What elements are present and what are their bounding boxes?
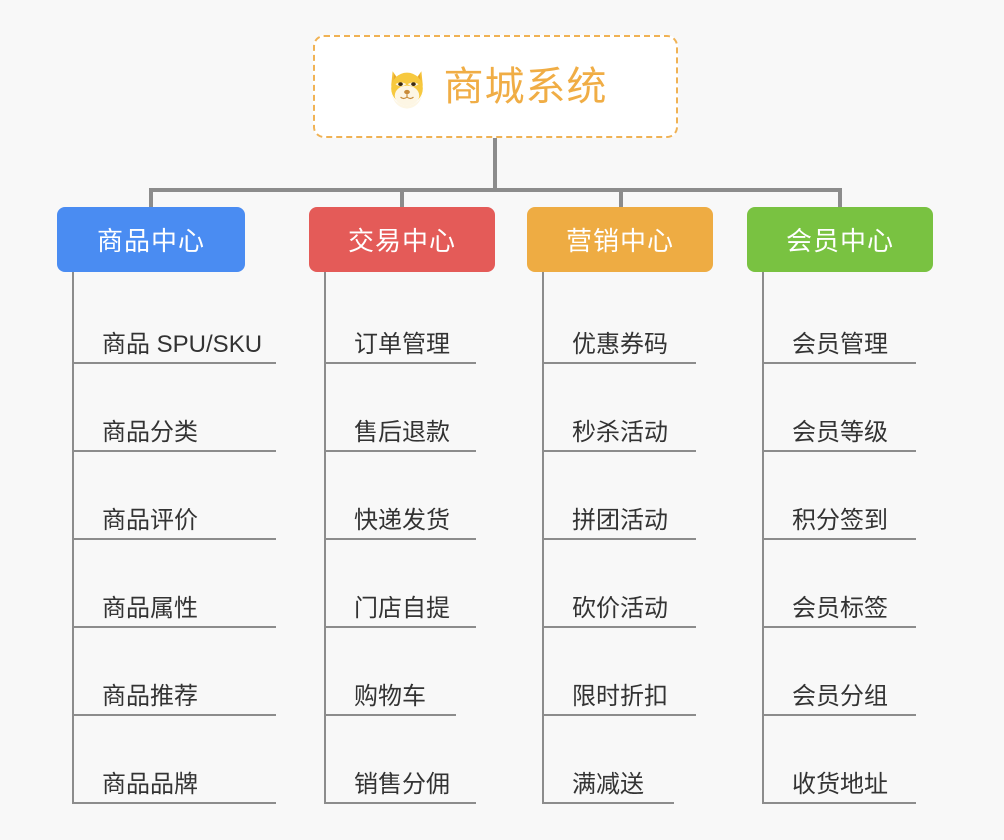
leaf-item[interactable]: 商品评价 — [74, 452, 276, 540]
shiba-dog-face-icon — [390, 70, 423, 109]
leaf-item[interactable]: 商品分类 — [74, 364, 276, 452]
category-label-1: 交易中心 — [347, 226, 456, 256]
connector-drop-1 — [400, 188, 404, 209]
branch-column-3: 会员中心 会员管理 会员等级 积分签到 会员标签 会员分组 收货地址 — [747, 207, 962, 804]
leaf-item[interactable]: 销售分佣 — [326, 716, 476, 804]
leaf-item[interactable]: 商品属性 — [74, 540, 276, 628]
connector-drop-0 — [149, 188, 153, 209]
category-label-0: 商品中心 — [96, 226, 205, 256]
leaf-item[interactable]: 会员等级 — [764, 364, 916, 452]
category-box-1[interactable]: 交易中心 — [309, 207, 495, 272]
category-label-2: 营销中心 — [565, 226, 674, 256]
leaf-label: 门店自提 — [354, 594, 450, 622]
leaf-label: 会员标签 — [792, 594, 888, 622]
leaf-item[interactable]: 满减送 — [544, 716, 674, 804]
leaf-label: 商品 SPU/SKU — [102, 330, 263, 358]
leaf-label: 售后退款 — [354, 418, 450, 446]
leaf-item[interactable]: 优惠券码 — [544, 276, 696, 364]
leaf-label: 商品推荐 — [102, 682, 198, 710]
leaf-item[interactable]: 会员管理 — [764, 276, 916, 364]
leaf-item[interactable]: 秒杀活动 — [544, 364, 696, 452]
leaf-label: 积分签到 — [792, 506, 888, 534]
category-box-2[interactable]: 营销中心 — [527, 207, 713, 272]
leaf-label: 商品品牌 — [102, 770, 198, 798]
connector-horizontal-bus — [149, 188, 842, 192]
leaf-label: 秒杀活动 — [572, 418, 668, 446]
leaf-list-2: 优惠券码 秒杀活动 拼团活动 砍价活动 限时折扣 满减送 — [542, 272, 742, 804]
branch-column-1: 交易中心 订单管理 售后退款 快递发货 门店自提 购物车 销售分佣 — [309, 207, 524, 804]
leaf-item[interactable]: 快递发货 — [326, 452, 476, 540]
leaf-item[interactable]: 门店自提 — [326, 540, 476, 628]
leaf-label: 商品评价 — [102, 506, 198, 534]
leaf-label: 优惠券码 — [572, 330, 668, 358]
category-label-3: 会员中心 — [785, 226, 894, 256]
connector-drop-2 — [619, 188, 623, 209]
leaf-item[interactable]: 限时折扣 — [544, 628, 696, 716]
leaf-label: 限时折扣 — [572, 682, 668, 710]
leaf-item[interactable]: 商品推荐 — [74, 628, 276, 716]
leaf-list-3: 会员管理 会员等级 积分签到 会员标签 会员分组 收货地址 — [762, 272, 962, 804]
leaf-label: 会员等级 — [792, 418, 888, 446]
branch-column-2: 营销中心 优惠券码 秒杀活动 拼团活动 砍价活动 限时折扣 满减送 — [527, 207, 742, 804]
leaf-item[interactable]: 订单管理 — [326, 276, 476, 364]
leaf-label: 拼团活动 — [572, 506, 668, 534]
leaf-label: 会员分组 — [792, 682, 888, 710]
leaf-item[interactable]: 商品 SPU/SKU — [74, 276, 276, 364]
leaf-item[interactable]: 拼团活动 — [544, 452, 696, 540]
leaf-item[interactable]: 购物车 — [326, 628, 456, 716]
leaf-label: 商品属性 — [102, 594, 198, 622]
leaf-label: 快递发货 — [354, 506, 450, 534]
leaf-item[interactable]: 收货地址 — [764, 716, 916, 804]
leaf-label: 满减送 — [572, 770, 644, 798]
leaf-label: 会员管理 — [792, 330, 888, 358]
leaf-label: 商品分类 — [102, 418, 198, 446]
category-box-3[interactable]: 会员中心 — [747, 207, 933, 272]
leaf-label: 收货地址 — [792, 770, 888, 798]
leaf-item[interactable]: 商品品牌 — [74, 716, 276, 804]
leaf-list-0: 商品 SPU/SKU 商品分类 商品评价 商品属性 商品推荐 商品品牌 — [72, 272, 287, 804]
leaf-item[interactable]: 砍价活动 — [544, 540, 696, 628]
leaf-item[interactable]: 会员标签 — [764, 540, 916, 628]
leaf-label: 销售分佣 — [354, 770, 450, 798]
root-node[interactable]: 商城系统 — [313, 35, 678, 138]
connector-root-stem — [493, 138, 497, 192]
leaf-item[interactable]: 积分签到 — [764, 452, 916, 540]
branch-column-0: 商品中心 商品 SPU/SKU 商品分类 商品评价 商品属性 商品推荐 商品品牌 — [57, 207, 287, 804]
connector-drop-3 — [838, 188, 842, 209]
leaf-label: 砍价活动 — [572, 594, 668, 622]
leaf-label: 订单管理 — [354, 330, 450, 358]
leaf-item[interactable]: 售后退款 — [326, 364, 476, 452]
leaf-label: 购物车 — [354, 682, 426, 710]
root-title: 商城系统 — [443, 64, 608, 109]
leaf-item[interactable]: 会员分组 — [764, 628, 916, 716]
leaf-list-1: 订单管理 售后退款 快递发货 门店自提 购物车 销售分佣 — [324, 272, 524, 804]
category-box-0[interactable]: 商品中心 — [57, 207, 245, 272]
